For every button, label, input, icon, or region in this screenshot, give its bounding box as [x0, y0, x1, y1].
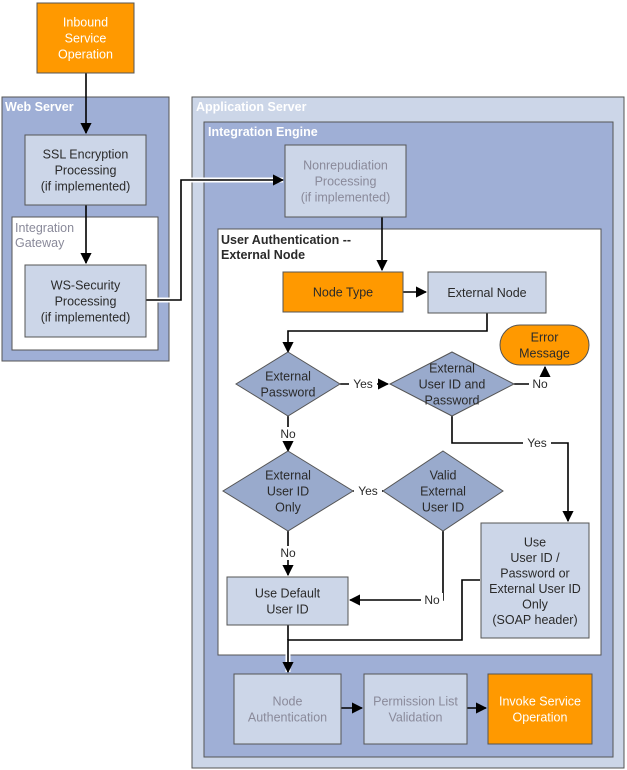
edge-label-yes-to-use: Yes — [527, 436, 547, 450]
edge-label-yes-password: Yes — [353, 377, 373, 391]
label-line: User ID — [422, 501, 464, 515]
edge-label-no-valid: No — [424, 593, 440, 607]
label-line: External — [265, 370, 311, 384]
label-line: (if implemented) — [41, 311, 131, 325]
label-line: Processing — [55, 164, 117, 178]
label-line: Nonrepudiation — [303, 159, 388, 173]
edge-labels: Yes No No Yes Yes No No — [276, 377, 551, 607]
edge-label-no-error: No — [532, 377, 548, 391]
label-line: Message — [519, 347, 570, 361]
integration-gateway-label-2: Gateway — [15, 236, 65, 250]
label-line: Permission List — [373, 695, 458, 709]
web-server-label: Web Server — [5, 100, 74, 114]
integration-engine-label: Integration Engine — [208, 125, 318, 139]
user-authentication-label-2: External Node — [221, 248, 305, 262]
label-line: Use — [524, 535, 546, 549]
label-line: Password — [261, 386, 316, 400]
edge-label-no-userid-only: No — [280, 546, 296, 560]
label-line: Password or — [500, 566, 569, 580]
label-line: User ID — [267, 485, 309, 499]
label-line: Only — [522, 597, 548, 611]
node-type-node: Node Type — [282, 271, 404, 313]
edge-label-yes-valid: Yes — [358, 484, 378, 498]
label-line: External Node — [447, 286, 526, 300]
label-line: Invoke Service — [499, 695, 581, 709]
node-type-label: Node Type — [313, 286, 373, 300]
label-line: (if implemented) — [41, 180, 131, 194]
label-line: Node — [273, 695, 303, 709]
label-line: Password — [425, 394, 480, 408]
label-line: User ID / — [510, 551, 560, 565]
label-line: Use Default — [255, 587, 321, 601]
label-line: (SOAP header) — [492, 613, 577, 627]
label-line: Operation — [58, 48, 113, 62]
label-line: Service — [65, 32, 107, 46]
label-line: SSL Encryption — [43, 148, 129, 162]
label-line: User ID — [266, 603, 308, 617]
external-node-node: External Node — [427, 271, 547, 314]
label-line: Node Type — [313, 286, 373, 300]
label-line: External — [429, 362, 475, 376]
label-line: Validation — [389, 711, 443, 725]
label-line: Authentication — [248, 711, 327, 725]
edge-label-no-password: No — [280, 427, 296, 441]
label-line: (if implemented) — [301, 191, 391, 205]
label-line: Processing — [315, 175, 377, 189]
label-line: Valid — [430, 469, 457, 483]
user-authentication-label-1: User Authentication -- — [221, 233, 351, 247]
label-line: External — [420, 485, 466, 499]
application-server-label: Application Server — [196, 100, 307, 114]
label-line: Operation — [513, 711, 568, 725]
label-line: User ID and — [419, 378, 486, 392]
external-node-label: External Node — [447, 286, 526, 300]
label-line: Processing — [55, 295, 117, 309]
label-line: Inbound — [63, 16, 108, 30]
integration-gateway-label-1: Integration — [15, 221, 74, 235]
label-line: Only — [275, 501, 301, 515]
label-line: WS-Security — [51, 279, 121, 293]
label-line: Error — [531, 331, 559, 345]
label-line: External User ID — [489, 582, 581, 596]
label-line: External — [265, 469, 311, 483]
